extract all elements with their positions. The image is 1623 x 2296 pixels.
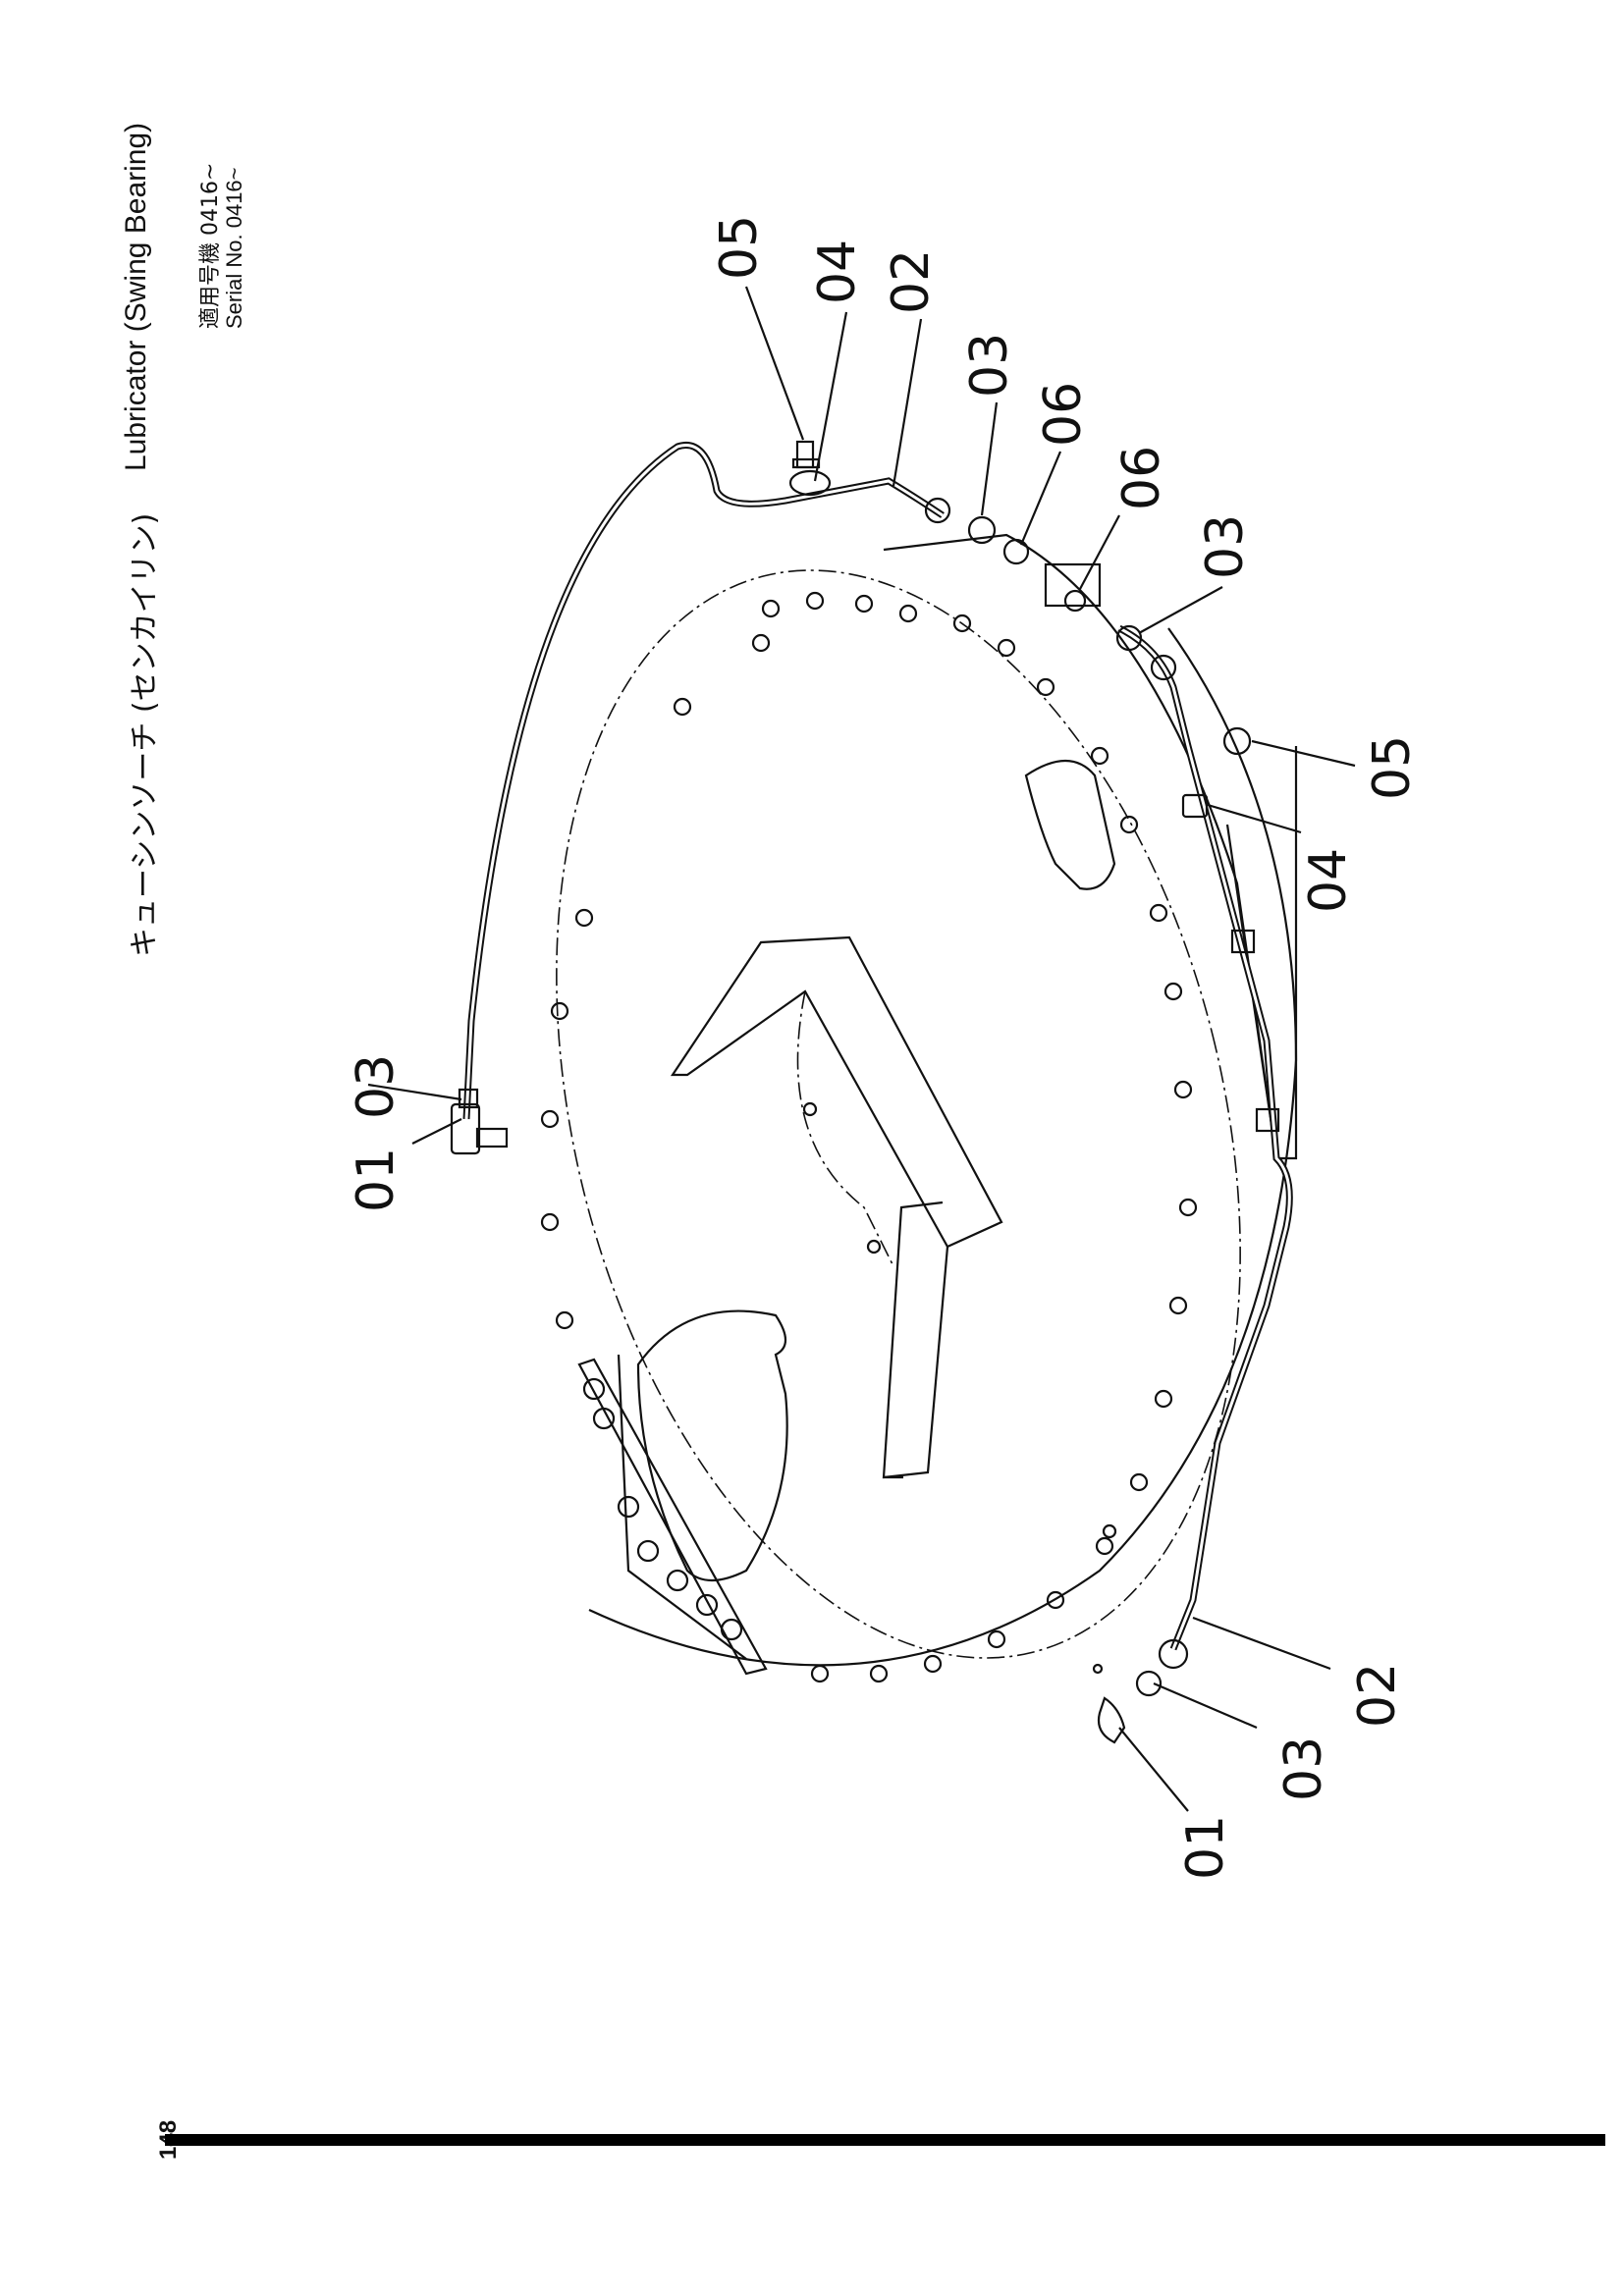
callout-03-bottom: 03	[1274, 1736, 1333, 1801]
callout-04-top: 04	[808, 240, 867, 304]
callout-03-top: 03	[960, 333, 1019, 398]
callout-02-bottom: 02	[1348, 1663, 1407, 1728]
fittings	[450, 440, 1280, 1744]
callout-05-right: 05	[1363, 735, 1422, 800]
callout-01-left: 01	[347, 1148, 406, 1212]
callout-06-mid: 06	[1112, 446, 1171, 510]
callout-02-top: 02	[882, 249, 941, 314]
access-cover	[1024, 759, 1116, 890]
left-bolt-flange	[577, 1358, 768, 1676]
callout-labels: 05 04 02 03 06 06 03 05 04 01 03 02 03 0…	[347, 215, 1422, 1880]
lower-cutout	[636, 1309, 788, 1581]
callout-03-left: 03	[347, 1054, 406, 1119]
callout-01-bottom: 01	[1176, 1815, 1235, 1880]
callout-06-top: 06	[1034, 382, 1093, 447]
center-bracket	[670, 935, 1003, 1479]
bottom-rule	[165, 2134, 1605, 2146]
leader-lines	[367, 286, 1356, 1812]
bearing-plate	[556, 533, 1298, 1667]
callout-05-top: 05	[710, 215, 769, 280]
callout-03-right: 03	[1196, 514, 1255, 579]
grease-lines	[462, 442, 1293, 1651]
callout-04-right: 04	[1299, 848, 1358, 913]
rim-bolts	[540, 591, 1198, 1683]
